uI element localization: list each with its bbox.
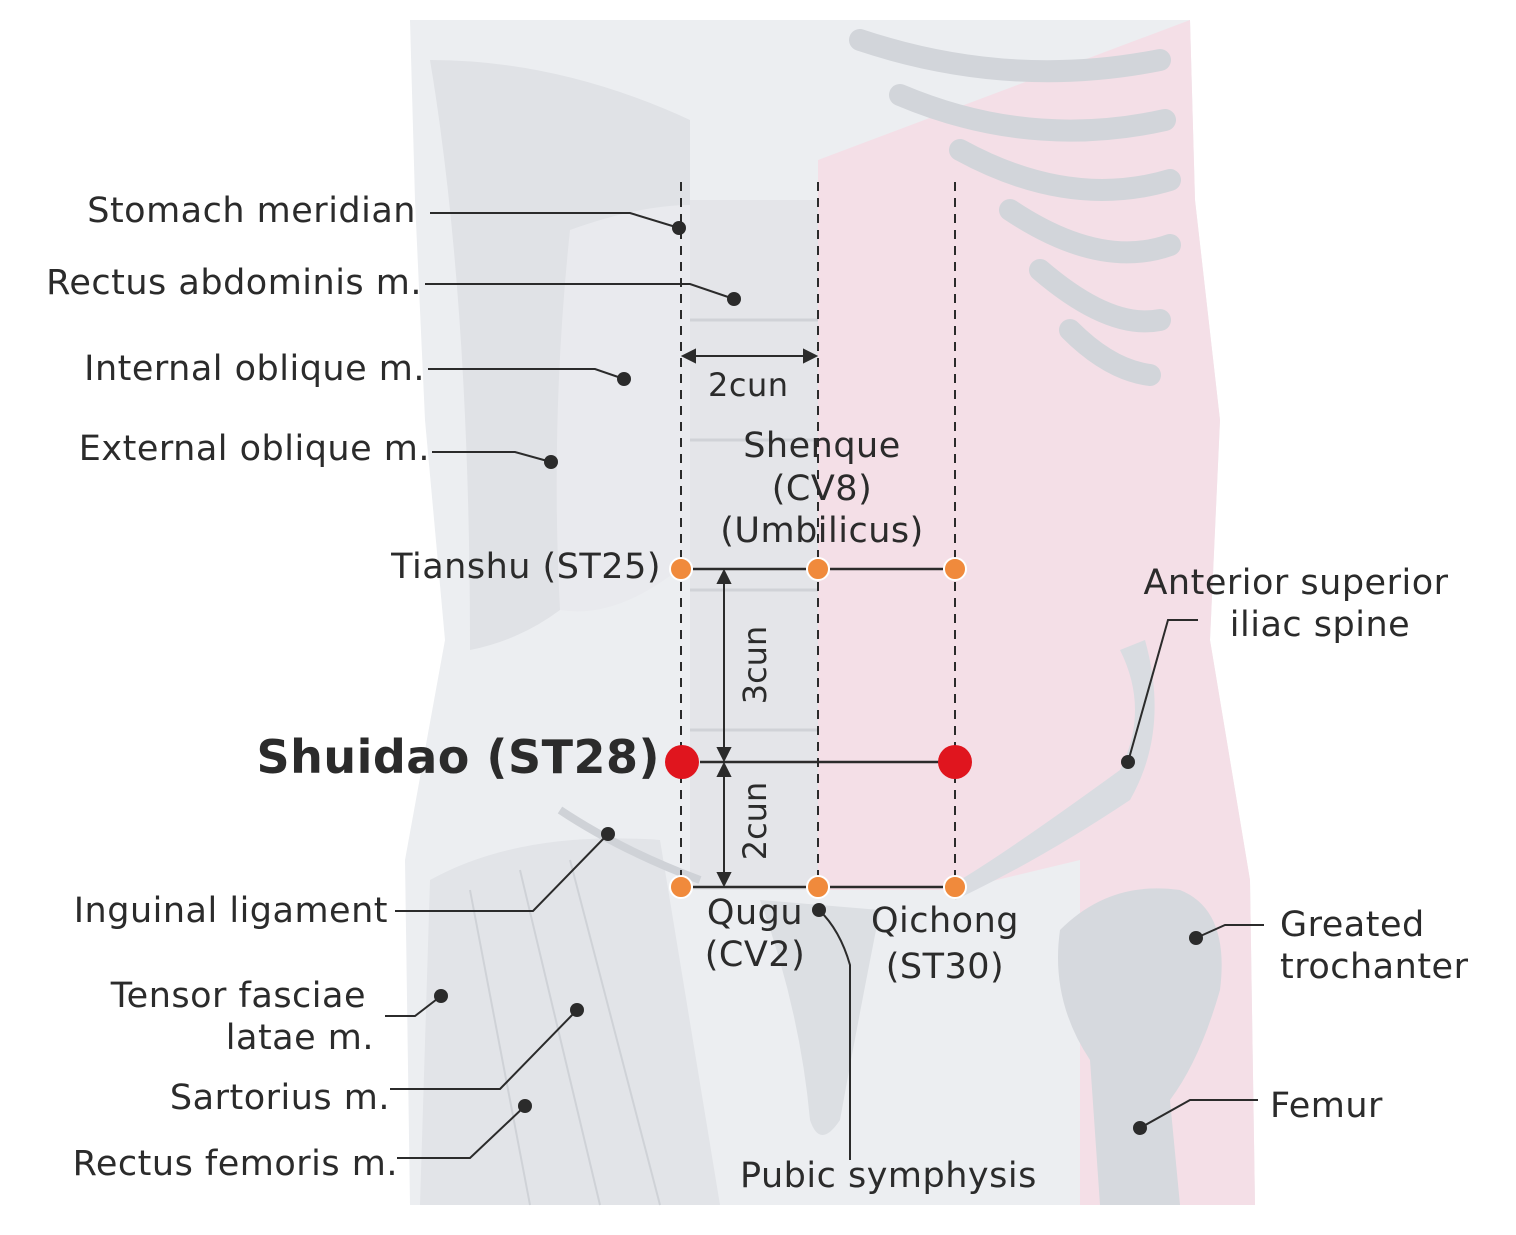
shenque-point — [806, 557, 830, 581]
rectus-abdominis-label: Rectus abdominis m. — [46, 263, 422, 303]
rectus-abdominis-muscle — [690, 200, 818, 890]
rectus-femoris-label: Rectus femoris m. — [72, 1144, 398, 1184]
tianshu-label: Tianshu (ST25) — [391, 547, 661, 587]
asis-label-line2: iliac spine — [1229, 605, 1411, 645]
internal-oblique-muscle — [556, 205, 690, 612]
pubic-region — [760, 900, 880, 1135]
measure-2cun-horizontal — [680, 348, 819, 364]
asis-label-line1: Anterior superior — [1143, 563, 1449, 603]
leader-lines — [385, 212, 1264, 1160]
vertical-3cun-label: 3cun — [736, 625, 774, 705]
tensor-fasciae-label-line1: Tensor fasciae — [110, 976, 366, 1016]
femur-label: Femur — [1270, 1086, 1383, 1126]
tianshu-left-point — [669, 557, 693, 581]
tianshu-right-point — [943, 557, 967, 581]
qichong-left-point — [669, 875, 693, 899]
leader-dots — [434, 221, 1203, 1135]
greater-trochanter-label-line2: trochanter — [1280, 947, 1469, 987]
greater-trochanter-label-line1: Greated — [1280, 905, 1425, 945]
red-acupoints — [665, 745, 972, 779]
inguinal-ligament-label: Inguinal ligament — [73, 891, 388, 931]
stomach-meridian-label: Stomach meridian — [87, 191, 416, 231]
qichong-label-line1: Qichong — [870, 901, 1019, 941]
thigh-muscles — [420, 838, 720, 1205]
pelvis-bone — [955, 640, 1155, 900]
sartorius-label: Sartorius m. — [169, 1078, 390, 1118]
qichong-label-line2: (ST30) — [885, 947, 1005, 987]
shenque-label-line1: Shenque — [743, 426, 901, 466]
qugu-point — [806, 875, 830, 899]
tensor-fasciae-label-line2: latae m. — [225, 1018, 374, 1058]
measure-2cun-vertical — [716, 761, 732, 888]
shuidao-right-point — [938, 745, 972, 779]
qichong-right-point — [943, 875, 967, 899]
shuidao-title-label: Shuidao (ST28) — [256, 730, 660, 784]
pubic-symphysis-label: Pubic symphysis — [740, 1156, 1037, 1196]
horizontal-2cun-label: 2cun — [708, 366, 789, 404]
external-oblique-muscle — [430, 60, 690, 650]
qugu-label-line1: Qugu — [706, 893, 804, 933]
orange-acupoints — [669, 557, 967, 899]
femur-bone — [1058, 888, 1222, 1205]
meridian-dashed-lines — [680, 182, 956, 888]
qugu-label-line2: (CV2) — [704, 935, 806, 975]
measure-3cun-vertical — [716, 568, 732, 763]
shenque-label-line3: (Umbilicus) — [720, 511, 924, 551]
external-oblique-label: External oblique m. — [78, 429, 430, 469]
internal-oblique-label: Internal oblique m. — [84, 349, 425, 389]
shenque-label-line2: (CV8) — [771, 469, 873, 509]
vertical-2cun-label: 2cun — [736, 781, 774, 861]
rib-cage — [849, 29, 1181, 386]
shuidao-left-point — [665, 745, 699, 779]
